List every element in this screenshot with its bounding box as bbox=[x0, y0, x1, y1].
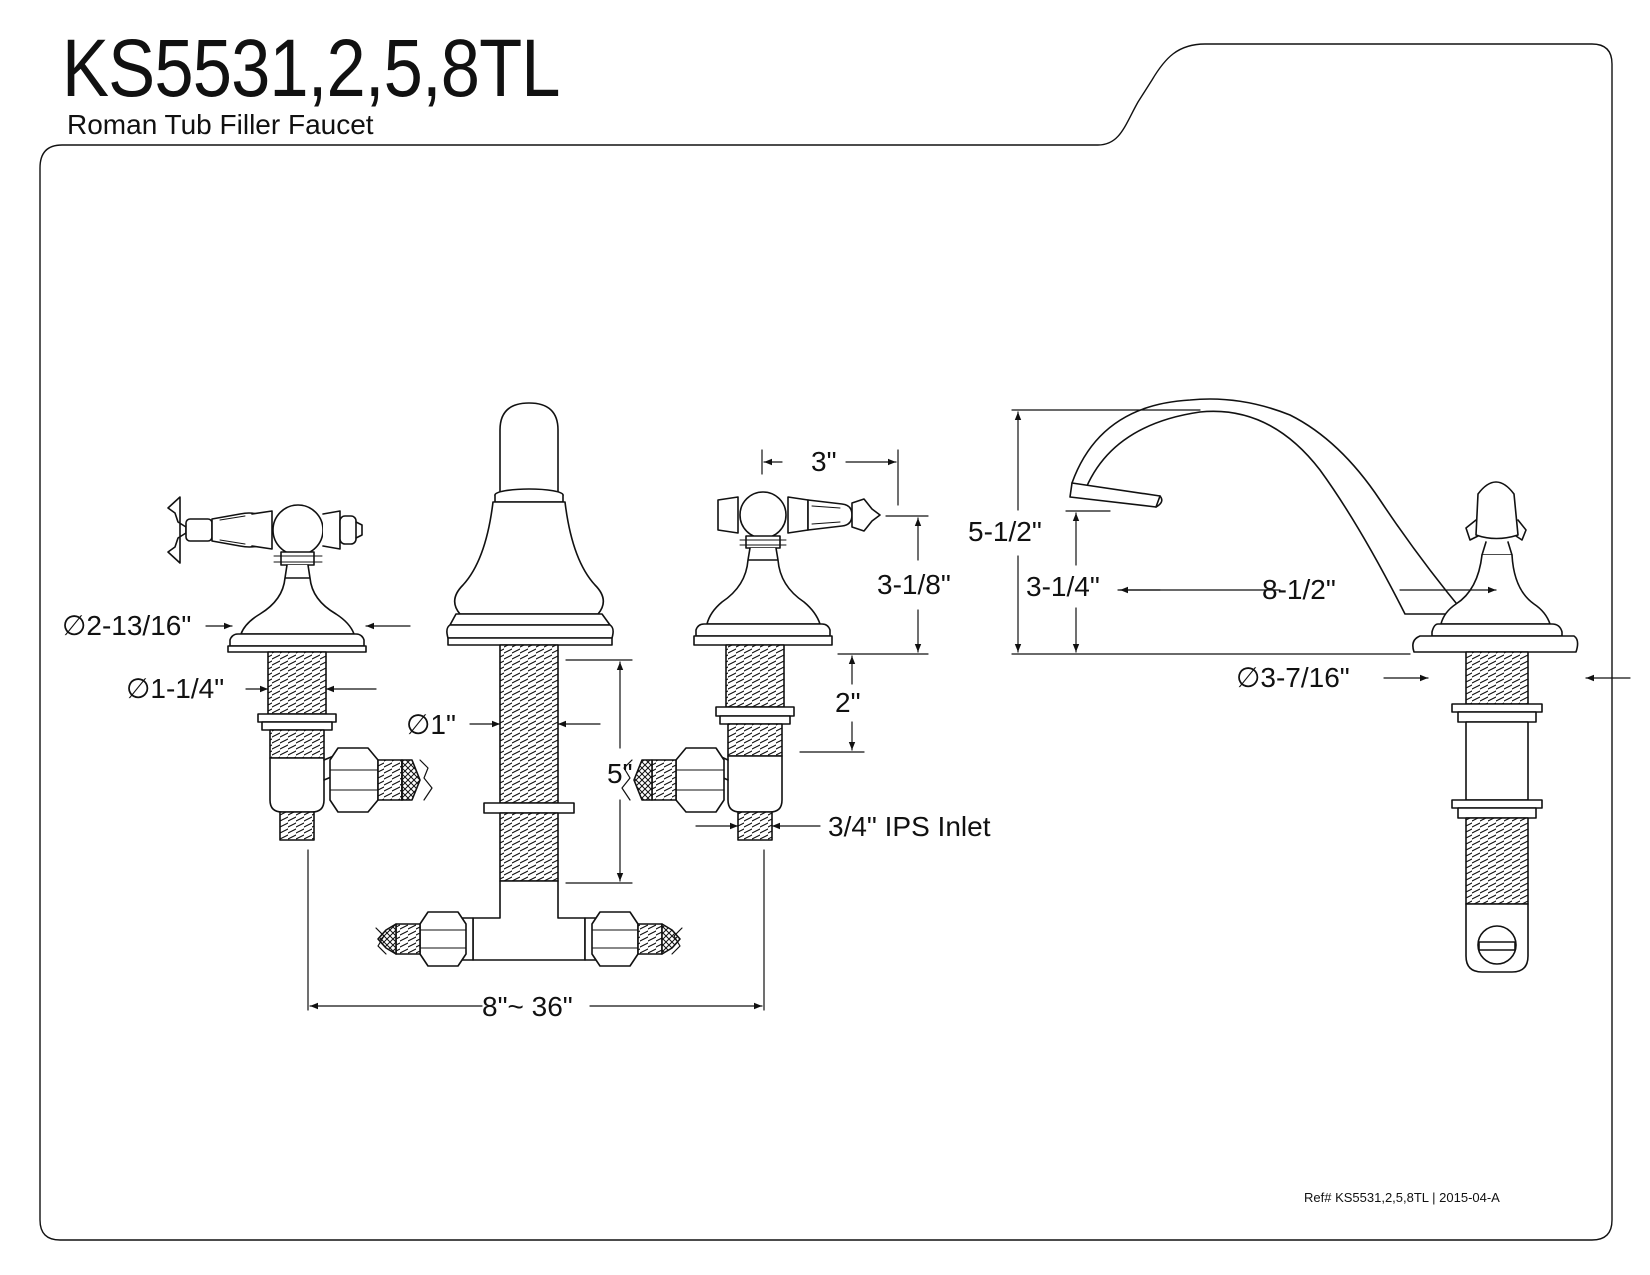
dim-spout-reach: 8-1/2" bbox=[1262, 574, 1336, 605]
page-title: KS5531,2,5,8TL bbox=[62, 23, 561, 114]
dim-overall-height: 5-1/2" bbox=[968, 516, 1042, 547]
reference-code: Ref# KS5531,2,5,8TL | 2015-04-A bbox=[1304, 1190, 1500, 1205]
page-subtitle: Roman Tub Filler Faucet bbox=[67, 109, 374, 140]
page-frame bbox=[39, 43, 1613, 1241]
dim-spout-shank-length: 5" bbox=[607, 758, 633, 789]
dim-spout-shank-dia: ∅1" bbox=[406, 709, 456, 740]
dim-handle-height: 3-1/8" bbox=[877, 569, 951, 600]
dimension-lines bbox=[205, 409, 1631, 1011]
dim-handle-spread: 3" bbox=[811, 446, 837, 477]
dim-spout-flange-dia: ∅3-7/16" bbox=[1236, 662, 1350, 693]
left-handle-valve bbox=[167, 496, 433, 841]
center-spout-body bbox=[375, 402, 683, 967]
dim-handle-shank-length: 2" bbox=[835, 687, 861, 718]
dim-center-spread: 8"~ 36" bbox=[482, 991, 573, 1022]
dim-spout-clearance: 3-1/4" bbox=[1026, 571, 1100, 602]
right-handle-valve bbox=[621, 491, 881, 841]
dim-inlet: 3/4" IPS Inlet bbox=[828, 811, 991, 842]
dim-handle-shank-dia: ∅1-1/4" bbox=[126, 673, 225, 704]
dim-handle-flange-dia: ∅2-13/16" bbox=[62, 610, 192, 641]
